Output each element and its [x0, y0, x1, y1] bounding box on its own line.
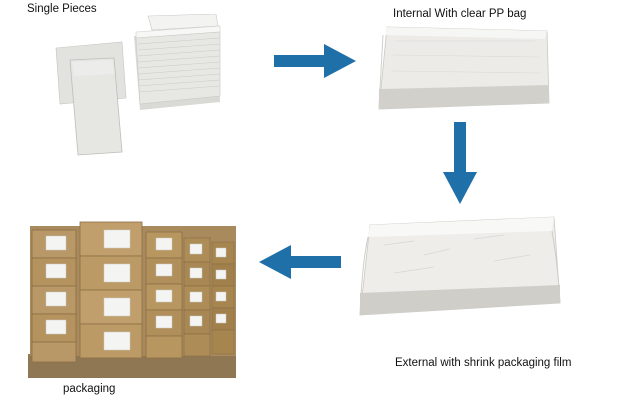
- carton-stack-image: [0, 218, 242, 378]
- clear-bag-block-image: [378, 26, 550, 110]
- arrow-down-icon: [443, 122, 477, 204]
- single-cards-image: [55, 14, 221, 156]
- shrink-film-block-image: [359, 216, 561, 316]
- step-label-packaging: packaging: [63, 383, 116, 395]
- arrow-right-icon: [274, 44, 356, 78]
- step-label-external-film: External with shrink packaging film: [395, 357, 572, 369]
- card-front: [69, 57, 123, 156]
- card-stack: [134, 14, 221, 110]
- step-label-single-pieces: Single Pieces: [27, 3, 97, 15]
- arrow-left-icon: [259, 245, 341, 279]
- step-label-internal-bag: Internal With clear PP bag: [393, 8, 527, 20]
- carton-labels: [45, 229, 227, 351]
